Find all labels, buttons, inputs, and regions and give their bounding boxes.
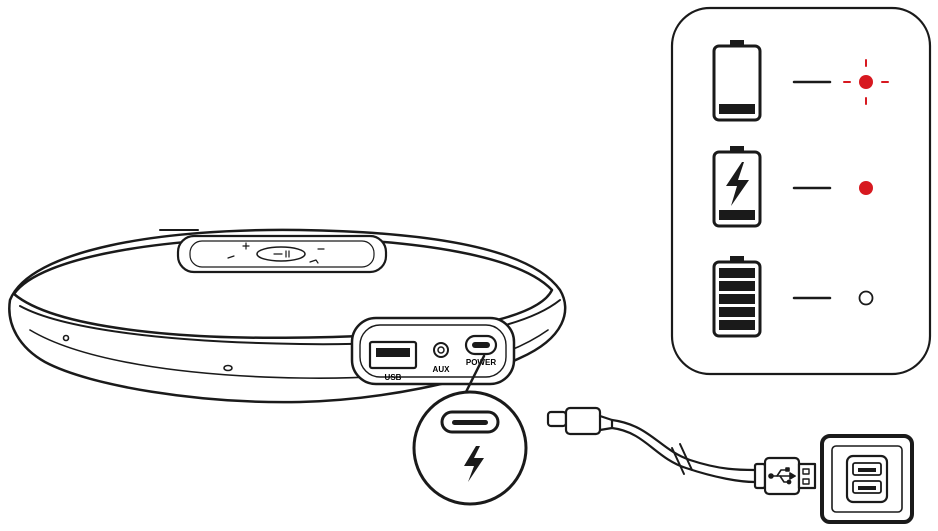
usb-c-plug <box>546 410 568 428</box>
legend-row-charging <box>712 146 873 228</box>
usb-c-port-icon <box>440 410 500 434</box>
battery-low-icon <box>712 44 762 122</box>
mute-icon[interactable] <box>227 255 235 259</box>
status-led <box>223 364 233 372</box>
callout-circle <box>412 390 528 506</box>
aux-port-label: AUX <box>433 365 451 374</box>
led-status-legend <box>670 6 932 376</box>
usb-dual-port-icon <box>845 454 889 504</box>
call-icon[interactable] <box>309 259 319 264</box>
speakerphone-device <box>8 228 567 404</box>
legend-row-full <box>712 256 874 338</box>
play-pause-button[interactable] <box>256 246 306 262</box>
lightning-bolt-icon <box>464 446 484 482</box>
battery-full-icon <box>712 260 762 338</box>
charging-bolt-icon <box>726 162 749 206</box>
mic-hole <box>62 334 70 342</box>
usb-port[interactable] <box>368 340 418 370</box>
volume-up-icon[interactable] <box>242 242 250 250</box>
battery-charging-icon <box>712 150 762 228</box>
power-port-callout <box>412 354 528 506</box>
power-port[interactable] <box>464 334 498 356</box>
usb-wall-adapter <box>820 434 914 524</box>
aux-port[interactable] <box>433 342 449 358</box>
legend-panel <box>670 6 932 376</box>
usb-port-label: USB <box>385 373 402 382</box>
legend-row-low <box>712 40 889 122</box>
led-red-solid-icon <box>859 181 873 195</box>
usb-cable <box>546 406 817 496</box>
led-red-blinking-icon <box>843 59 889 105</box>
usb-icon <box>768 467 796 485</box>
led-off-icon <box>858 290 874 306</box>
